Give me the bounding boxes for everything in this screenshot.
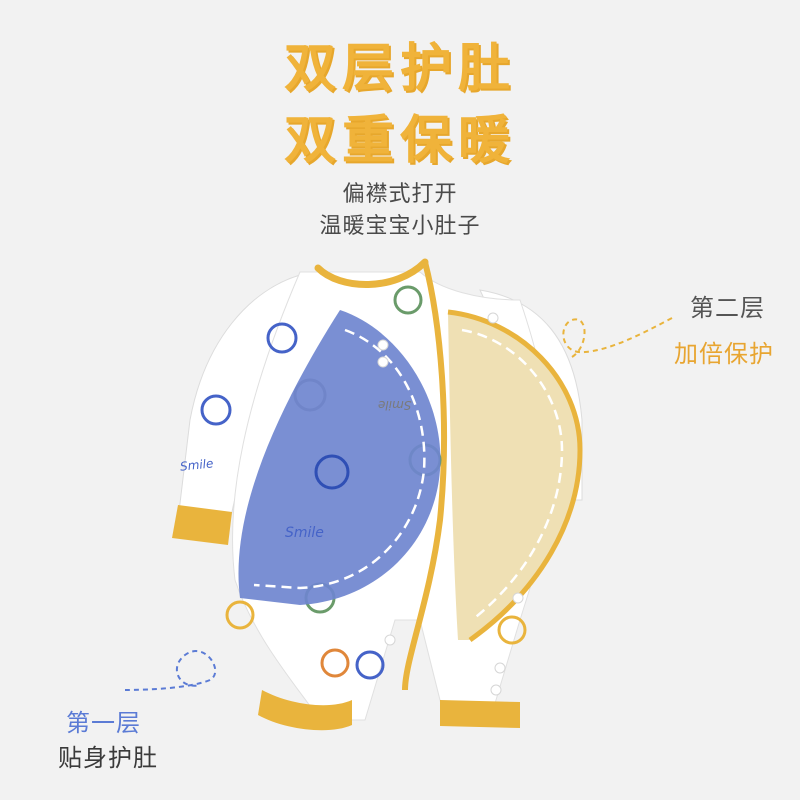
headline-line-1: 双层护肚 (283, 39, 516, 99)
second-layer-desc: 加倍保护 (674, 340, 774, 368)
headline-line-2: 双重保暖 (283, 111, 516, 171)
subheadline-line-1: 偏襟式打开 (342, 182, 458, 207)
second-layer-trim (447, 309, 583, 643)
print-text: Smile (378, 398, 412, 412)
smiley-face-icon (314, 454, 350, 490)
second-layer-title: 第二层 (690, 294, 765, 322)
first-layer-title: 第一层 (66, 709, 141, 737)
right-leg-cuff (440, 700, 520, 728)
first-layer-desc: 贴身护肚 (58, 744, 158, 772)
left-cuff (172, 505, 232, 545)
first-layer-stitch (253, 328, 426, 590)
neck-trim (314, 258, 429, 288)
subheadline-line-2: 温暖宝宝小肚子 (319, 214, 481, 239)
snap-button-icon (377, 312, 524, 696)
callout-swirl-right (562, 317, 673, 359)
placket-trim (402, 261, 448, 691)
left-leg-cuff (258, 690, 352, 731)
print-text: Smile (285, 525, 324, 541)
callout-swirl-left (124, 650, 217, 691)
second-layer-stitch (461, 328, 564, 621)
